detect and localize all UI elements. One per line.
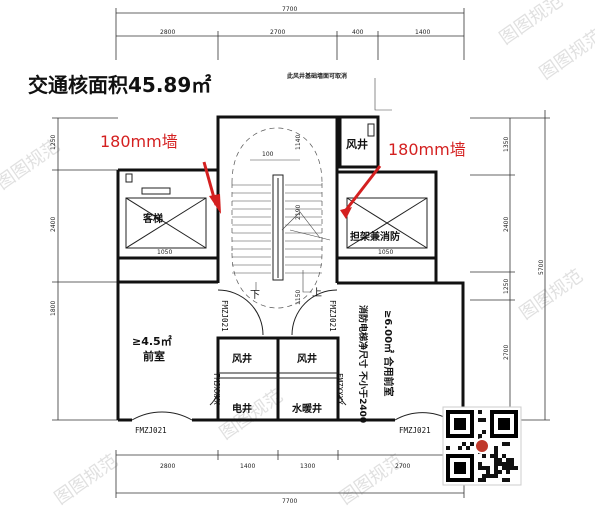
dim-right: 1350 xyxy=(503,137,510,152)
elevator-left-label: 客梯 xyxy=(142,212,163,225)
shared-front-note: 消防电梯净尺寸 不小于2400 xyxy=(357,305,369,423)
staircase: 100 1140 2190 1150 下 上 xyxy=(231,127,331,309)
front-room-label: 前室 xyxy=(143,349,165,363)
shaft-mid-left: 风井 xyxy=(232,352,252,365)
elev-left-door-width: 1050 xyxy=(157,249,172,256)
dim-bottom-total: 7700 xyxy=(282,498,297,505)
watermark: 图图规范 xyxy=(516,266,587,324)
dim-top-seg: 1400 xyxy=(415,29,430,36)
stair-dim: 100 xyxy=(262,151,274,158)
wall-annotation-left: 180mm墙 xyxy=(100,132,178,151)
shaft-top-label: 风井 xyxy=(346,137,368,151)
door-shaft-right: FMZXXXX xyxy=(335,373,344,405)
top-dimensions: 7700 2800 2700 400 1400 xyxy=(115,6,465,60)
dim-top-seg: 2700 xyxy=(270,29,285,36)
dim-top-seg: 2800 xyxy=(160,29,175,36)
bottom-dimensions: 2800 1400 1300 2700 7700 xyxy=(115,450,465,505)
dim-right: 2400 xyxy=(503,217,510,232)
watermark: 图图规范 xyxy=(536,26,595,84)
dim-bottom-seg: 1400 xyxy=(240,463,255,470)
dim-left: 1250 xyxy=(50,135,57,150)
stair-dim: 1140 xyxy=(295,135,302,150)
wall-annotation-right: 180mm墙 xyxy=(388,140,466,159)
door-bottom-right: FMZJ021 xyxy=(399,426,431,435)
door-stair-left: FMZJ021 xyxy=(220,300,229,332)
stair-down-label: 下 xyxy=(250,290,260,301)
dim-bottom-seg: 2700 xyxy=(395,463,410,470)
dim-left: 2400 xyxy=(50,217,57,232)
dim-top-seg: 400 xyxy=(352,29,364,36)
dim-right: 5700 xyxy=(538,260,545,275)
dim-bottom-seg: 1300 xyxy=(300,463,315,470)
watermark: 图图规范 xyxy=(336,451,407,509)
dim-right: 2700 xyxy=(503,345,510,360)
stair-up-label: 上 xyxy=(312,287,322,299)
elec-shaft-label: 电井 xyxy=(232,402,252,415)
door-stair-right: FMZJ021 xyxy=(328,300,337,332)
page-title: 交通核面积45.89㎡ xyxy=(28,73,211,97)
elev-right-door-width: 1050 xyxy=(378,249,393,256)
watermark: 图图规范 xyxy=(496,0,567,49)
dim-right: 1250 xyxy=(503,279,510,294)
walls xyxy=(116,115,465,422)
watermark: 图图规范 xyxy=(51,451,122,509)
dim-left: 1800 xyxy=(50,301,57,316)
elevator-right-label: 担架兼消防 xyxy=(350,230,400,243)
note-leader xyxy=(374,78,392,111)
qr-code xyxy=(442,406,522,486)
right-dimensions: 1350 2400 1250 2700 5700 xyxy=(470,110,550,421)
doors: FMZJ021 FMZJ021 FMZJ021 FMZJ021 FMJXXXX … xyxy=(131,289,451,435)
door-bottom-left: FMZJ021 xyxy=(135,426,167,435)
dim-bottom-seg: 2800 xyxy=(160,463,175,470)
left-dimensions: 1250 2400 1800 xyxy=(50,117,118,421)
stair-dim: 2190 xyxy=(295,205,302,220)
top-note: 此风井基础墙面可取消 xyxy=(287,72,347,80)
dim-top-total: 7700 xyxy=(282,6,297,13)
stair-dim: 1150 xyxy=(295,290,302,305)
shared-front-room: ≥6.00㎡ 合用前室 xyxy=(382,310,395,397)
shaft-mid-right: 风井 xyxy=(297,352,317,365)
door-shaft-left: FMJXXXX xyxy=(212,373,221,405)
front-room-area: ≥4.5㎡ xyxy=(132,334,172,348)
water-shaft-label: 水暖井 xyxy=(291,402,322,415)
